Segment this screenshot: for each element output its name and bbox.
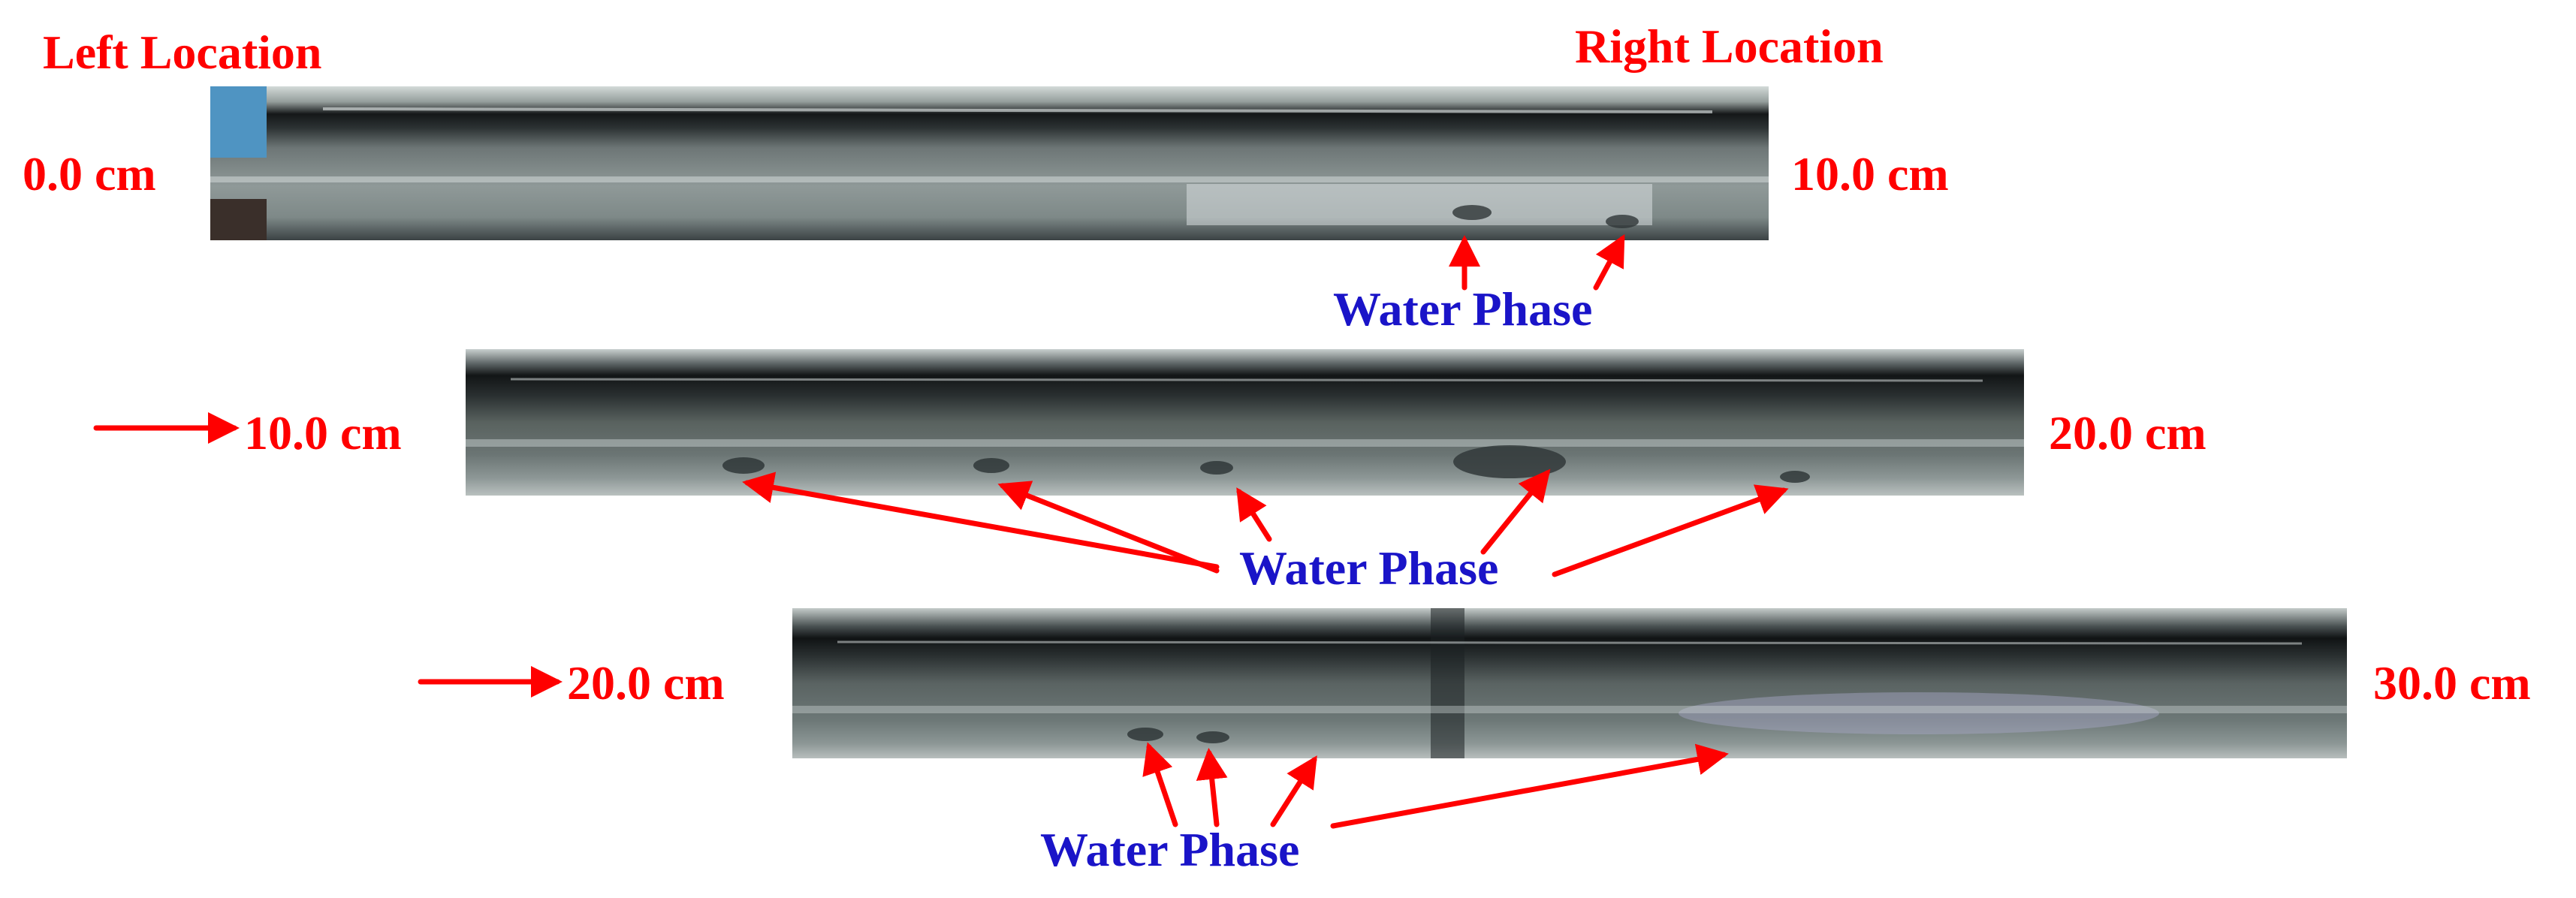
arrow-s2-b [997, 481, 1220, 574]
segment-3-start-label: 20.0 cm [567, 656, 725, 710]
arrow-s2-c [1236, 487, 1272, 542]
arrow-s3-a [1142, 742, 1178, 827]
segment-2-end-label: 20.0 cm [2049, 406, 2206, 460]
arrow-s1-b [1593, 234, 1625, 291]
arrow-s3-d [1330, 743, 1729, 829]
right-location-label: Right Location [1575, 20, 1884, 73]
arrow-s2-d [1480, 469, 1551, 555]
segment-1-end-label: 10.0 cm [1791, 147, 1949, 200]
segment-3-end-label: 30.0 cm [2373, 656, 2531, 710]
arrow-s2-a [742, 472, 1220, 570]
tube-photo-3 [792, 608, 2347, 758]
arrow-s2-e [1552, 484, 1789, 577]
left-location-label: Left Location [43, 26, 322, 79]
tube-photo-2 [466, 349, 2024, 496]
segment-1-start-label: 0.0 cm [23, 147, 156, 200]
water-phase-label-2: Water Phase [1239, 541, 1499, 595]
arrow-s3-c [1270, 755, 1317, 827]
segment-2-start-label: 10.0 cm [244, 406, 402, 460]
tube-photo-1 [210, 86, 1769, 240]
water-phase-label-3: Water Phase [1040, 823, 1300, 876]
arrow-s3-b [1196, 748, 1228, 827]
water-phase-label-1: Water Phase [1333, 282, 1593, 336]
